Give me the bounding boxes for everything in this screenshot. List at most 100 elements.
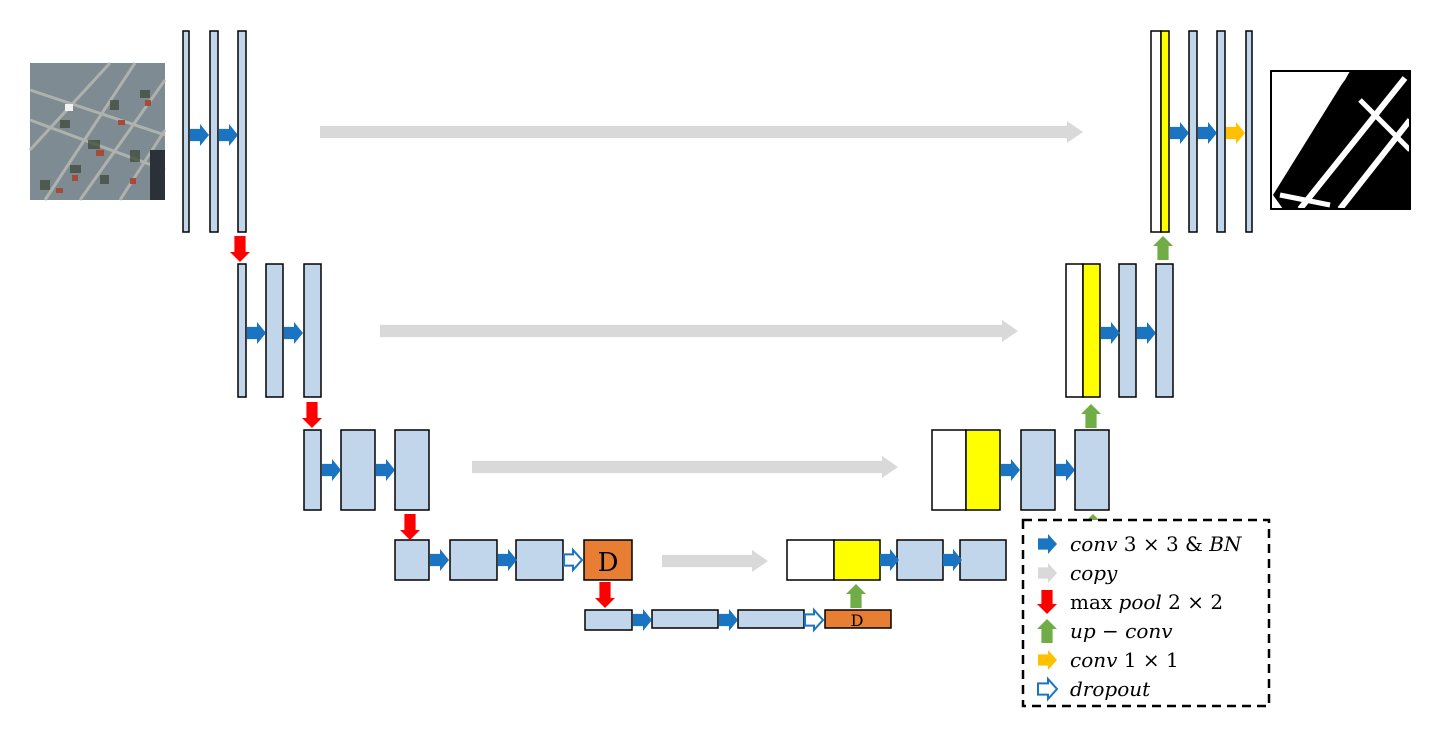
maxpool-arrow-icon — [595, 582, 615, 608]
upconv-arrow-icon — [1081, 404, 1101, 428]
upsampled-feature-map — [1082, 263, 1101, 398]
copied-feature-map — [1150, 30, 1162, 233]
input-aerial-image — [28, 61, 167, 201]
legend-item: up − conv — [1037, 619, 1173, 643]
upconv-arrow-icon — [1153, 236, 1173, 260]
copied-feature-map — [786, 539, 835, 581]
conv-arrow-icon — [498, 549, 517, 571]
legend-item-label: copy — [1070, 561, 1118, 585]
upconv-arrow-icon — [1037, 619, 1057, 643]
legend-text-part: 2 × 2 — [1162, 590, 1223, 614]
legend-text-part: copy — [1070, 561, 1118, 585]
dropout-block-label: D — [851, 611, 864, 630]
legend-text-part: up — [1070, 619, 1096, 643]
upsampled-feature-map — [965, 429, 1001, 511]
encoder-level-4: D — [394, 539, 633, 581]
legend-item-label: up − conv — [1070, 619, 1173, 643]
legend-item: conv 1 × 1 — [1038, 648, 1179, 672]
legend-text-part: − — [1096, 619, 1125, 643]
legend-item-label: conv 3 × 3 & BN — [1070, 532, 1243, 556]
conv-arrow-icon — [1170, 122, 1189, 144]
legend: conv 3 × 3 & BN copy max pool 2 × 2 up − co… — [1021, 518, 1271, 708]
decoder-level-1 — [1150, 30, 1253, 233]
feature-map — [896, 539, 944, 581]
feature-map — [1020, 429, 1056, 511]
arrows-layer — [190, 121, 1245, 633]
feature-map — [394, 539, 430, 581]
feature-map — [237, 263, 247, 398]
feature-map — [209, 30, 219, 233]
conv-arrow-icon — [719, 609, 738, 631]
dropout-block — [583, 539, 633, 581]
upsampled-feature-map — [833, 539, 881, 581]
output-segmentation-mask — [1270, 70, 1413, 211]
feature-map — [449, 539, 498, 581]
legend-item-label: dropout — [1070, 677, 1151, 701]
upconv-arrow-icon — [846, 584, 866, 608]
encoder-level-2 — [237, 263, 322, 398]
maxpool-arrow-icon — [400, 514, 420, 540]
legend-text-part: 1 × 1 — [1117, 648, 1178, 672]
feature-map — [394, 429, 430, 511]
legend-text-part: BN — [1208, 532, 1243, 556]
copy-arrow-icon — [380, 320, 1018, 342]
copied-feature-map — [931, 429, 967, 511]
conv-arrow-icon — [1056, 459, 1075, 481]
feature-map — [1118, 263, 1137, 398]
maxpool-arrow-icon — [1037, 590, 1057, 614]
legend-item: dropout — [1037, 676, 1151, 702]
conv-arrow-icon — [430, 549, 449, 571]
legend-item-label: max pool 2 × 2 — [1070, 590, 1223, 614]
conv1x1-arrow-icon — [1038, 650, 1057, 670]
legend-text-part: pool — [1119, 590, 1162, 614]
feature-map — [1216, 30, 1226, 233]
feature-map — [303, 263, 322, 398]
dropout-block — [824, 609, 892, 629]
feature-map — [1074, 429, 1110, 511]
copied-feature-map — [1065, 263, 1084, 398]
feature-map — [265, 263, 284, 398]
conv-arrow-icon — [1038, 534, 1057, 554]
copy-arrow-icon — [662, 550, 768, 572]
legend-text-part: 3 × 3 & — [1117, 532, 1209, 556]
conv-arrow-icon — [1198, 122, 1217, 144]
feature-map — [515, 539, 564, 581]
conv-arrow-icon — [1101, 322, 1120, 344]
conv-arrow-icon — [1137, 322, 1156, 344]
upsampled-feature-map — [1160, 30, 1170, 233]
maxpool-arrow-icon — [302, 402, 322, 428]
conv-arrow-icon — [376, 459, 395, 481]
dropout-arrow-icon — [563, 547, 584, 573]
legend-text-part: max — [1070, 590, 1119, 614]
conv-arrow-icon — [880, 549, 899, 571]
feature-map — [959, 539, 1007, 581]
conv1x1-arrow-icon — [1226, 122, 1245, 144]
feature-map — [651, 609, 719, 629]
conv-arrow-icon — [633, 609, 652, 631]
conv-arrow-icon — [322, 459, 341, 481]
encoder-level-1 — [182, 30, 247, 233]
feature-map — [737, 609, 805, 629]
copy-arrow-icon — [472, 456, 898, 478]
legend-item: max pool 2 × 2 — [1037, 590, 1223, 614]
maxpool-arrow-icon — [230, 236, 250, 262]
copy-arrow-icon — [1038, 563, 1057, 583]
feature-map — [1188, 30, 1198, 233]
conv-arrow-icon — [247, 322, 266, 344]
copy-arrow-icon — [320, 121, 1083, 143]
feature-map — [1245, 30, 1253, 233]
legend-text-part: conv — [1070, 532, 1118, 556]
feature-map — [182, 30, 190, 233]
legend-box — [1021, 518, 1271, 708]
feature-map — [584, 609, 633, 631]
conv-arrow-icon — [1001, 459, 1020, 481]
dropout-arrow-icon — [1037, 676, 1059, 702]
conv-arrow-icon — [943, 549, 962, 571]
legend-text-part: dropout — [1070, 677, 1151, 701]
legend-item-label: conv 1 × 1 — [1070, 648, 1179, 672]
legend-text-part: conv — [1070, 648, 1118, 672]
feature-map — [1155, 263, 1174, 398]
legend-item: copy — [1038, 561, 1118, 585]
decoder-level-3 — [931, 429, 1110, 511]
